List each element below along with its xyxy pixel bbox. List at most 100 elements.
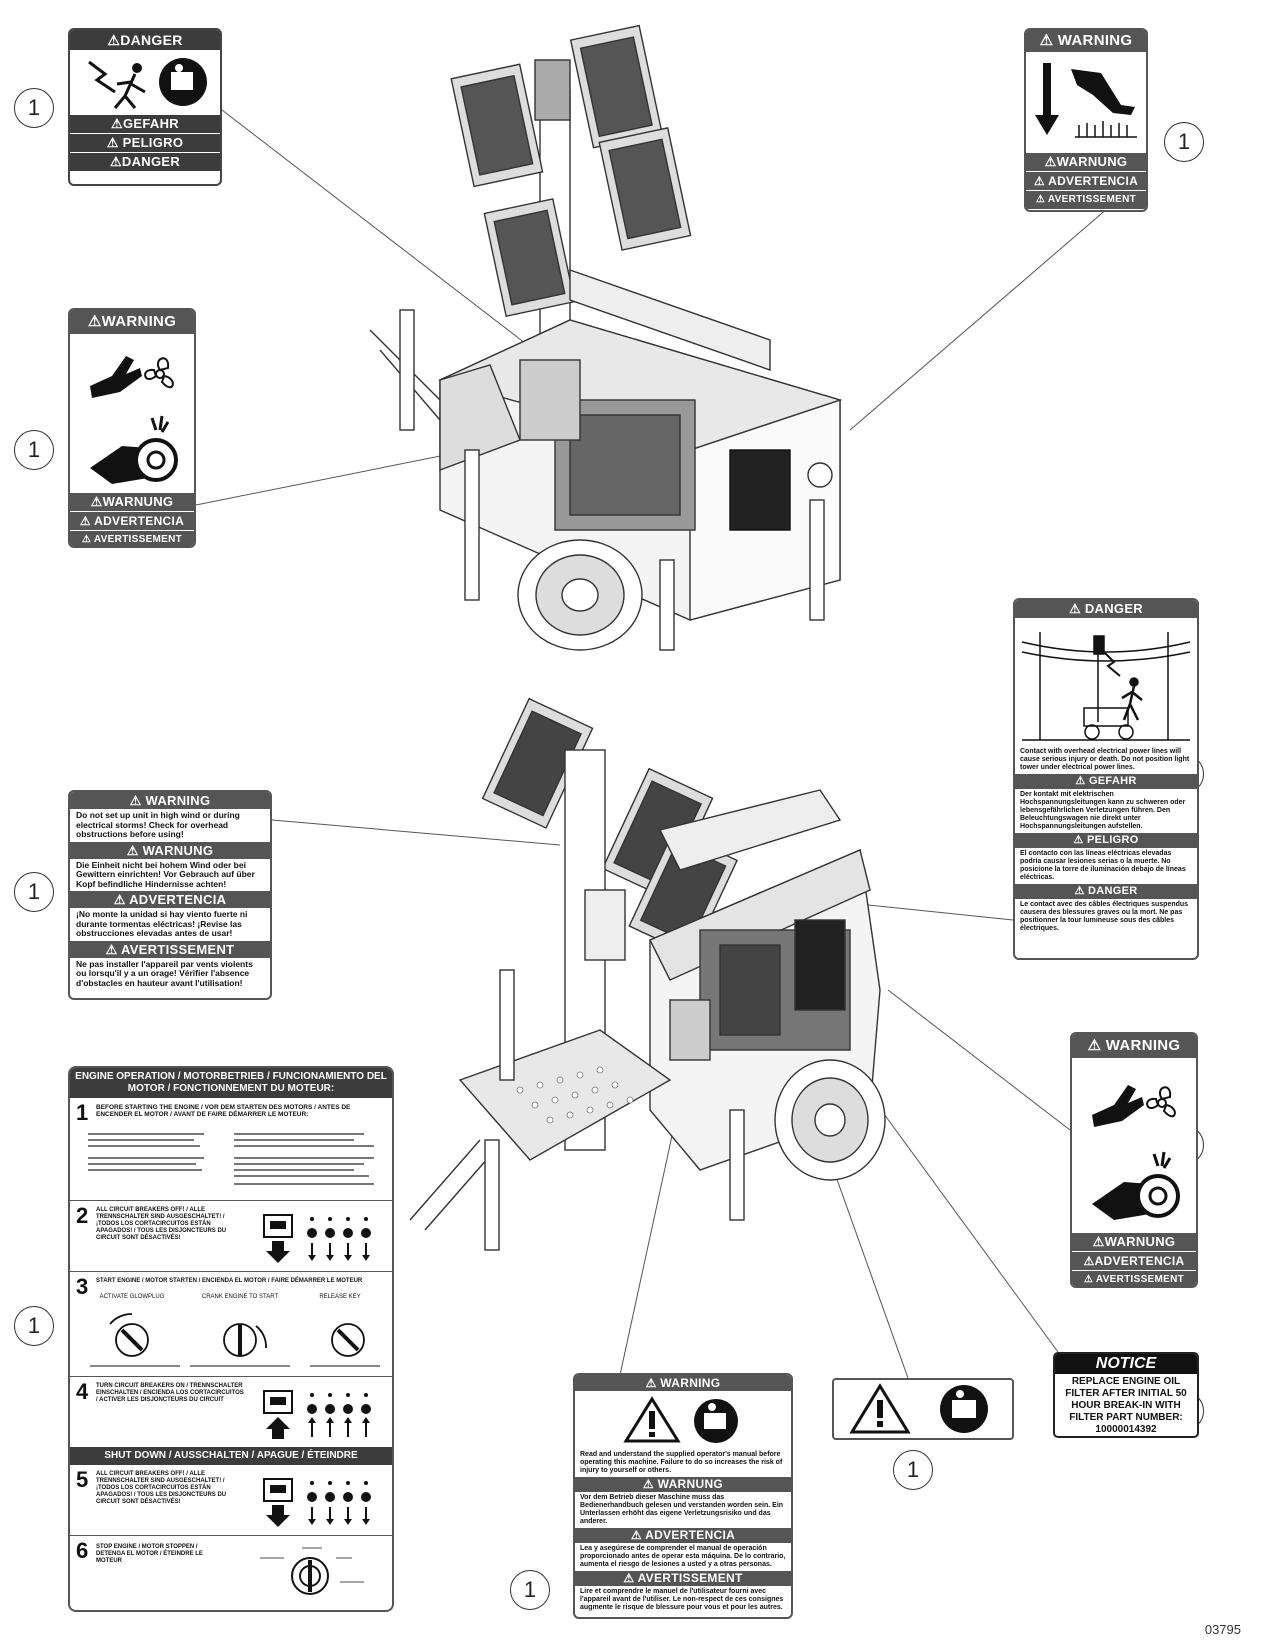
- label-header: ⚠ DANGER: [1015, 600, 1197, 618]
- danger-electrocution-label: ⚠DANGER ⚠GEFAHR ⚠ PELIGRO ⚠DANGER: [68, 28, 222, 186]
- engine-step-3: 3 START ENGINE / MOTOR STARTEN / ENCIEND…: [70, 1271, 392, 1376]
- label-header-fr: ⚠ AVERTISSEMENT: [70, 940, 270, 958]
- step1-details-lines: [88, 1133, 374, 1185]
- header-text: DANGER: [1088, 885, 1138, 897]
- warning-read-manual-label: ⚠ WARNING Read and understand the suppli…: [573, 1373, 793, 1619]
- label-row-1: ⚠WARNUNG: [1072, 1232, 1196, 1251]
- wind-text-en: Do not set up unit in high wind or durin…: [76, 810, 240, 839]
- label-header-de: ⚠ GEFAHR: [1015, 774, 1197, 789]
- label-header-en: ⚠ WARNING: [575, 1375, 791, 1391]
- label-row-1: ⚠WARNUNG: [1026, 152, 1146, 171]
- row-text: ADVERTENCIA: [1048, 174, 1139, 188]
- wind-text-fr: Ne pas installer l'appareil par vents vi…: [76, 958, 253, 988]
- crank-label: CRANK ENGINE TO START: [201, 1294, 279, 1300]
- manual-text-en: Read and understand the supplied operato…: [580, 1451, 783, 1474]
- step-text: START ENGINE / MOTOR STARTEN / ENCIENDA …: [96, 1278, 363, 1284]
- row-text: ADVERTENCIA: [94, 514, 185, 528]
- label-header-es: ⚠ PELIGRO: [1015, 833, 1197, 848]
- breakers-off-icon: [263, 1214, 371, 1263]
- fan-belt-pictogram: [70, 334, 194, 492]
- caution-and-manual-icon: [849, 1383, 988, 1434]
- label-row-2: ⚠ADVERTENCIA: [1072, 1251, 1196, 1270]
- step-text: STOP ENGINE / MOTOR STOPPEN / DETENGA EL…: [96, 1544, 203, 1564]
- label-header: ⚠WARNING: [70, 310, 194, 334]
- header-text: WARNING: [145, 793, 211, 808]
- engine-step-5: 5 ALL CIRCUIT BREAKERS OFF! / ALLE TRENN…: [70, 1465, 392, 1535]
- manual-text-de: Vor dem Betrieb dieser Maschine muss das…: [580, 1494, 784, 1525]
- ignition-key-diagrams: [90, 1313, 380, 1367]
- step-number: 5: [76, 1467, 89, 1492]
- header-text: PELIGRO: [1086, 834, 1139, 846]
- row-text: ADVERTENCIA: [1094, 1254, 1185, 1268]
- header-text: AVERTISSEMENT: [120, 941, 235, 957]
- power-line-contact-icon: [1021, 632, 1191, 741]
- notice-header: NOTICE: [1055, 1354, 1197, 1374]
- warning-fan-belt-label: ⚠WARNING ⚠WARNUNG ⚠ ADVERTENCIA ⚠ AVERTI…: [68, 308, 196, 548]
- step-number: 2: [76, 1203, 89, 1228]
- row-text: WARNUNG: [1056, 154, 1128, 169]
- header-text: WARNING: [1057, 32, 1133, 49]
- header-text: DANGER: [1084, 601, 1143, 616]
- label-header-de: ⚠ WARNUNG: [575, 1477, 791, 1492]
- breakers-on-icon: [263, 1390, 371, 1439]
- step-text: TURN CIRCUIT BREAKERS ON / TRENNSCHALTER…: [96, 1383, 244, 1403]
- row-text: DANGER: [121, 154, 181, 169]
- light-tower-top-illustration: [370, 24, 843, 651]
- manual-text-es: Lea y asegúrese de comprender el manual …: [580, 1545, 786, 1568]
- manual-text-fr: Lire et comprendre le manuel de l'utilis…: [580, 1588, 784, 1611]
- power-lines-text-es: El contacto con las líneas eléctricas el…: [1020, 850, 1186, 881]
- callout-top-left: 1: [14, 88, 54, 128]
- electrocution-pictogram: [70, 50, 220, 114]
- engine-step-2: 2 ALL CIRCUIT BREAKERS OFF! / ALLE TRENN…: [70, 1200, 392, 1271]
- label-row-1: ⚠WARNUNG: [70, 492, 194, 511]
- power-lines-text-en: Contact with overhead electrical power l…: [1020, 748, 1190, 771]
- header-text: ADVERTENCIA: [129, 892, 227, 907]
- step-number: 4: [76, 1379, 89, 1404]
- header-text: WARNING: [660, 1376, 721, 1390]
- row-text: AVERTISSEMENT: [1047, 194, 1137, 205]
- label-row-3: ⚠ AVERTISSEMENT: [1026, 190, 1146, 209]
- glowplug-label: ACTIVATE GLOWPLUG: [99, 1294, 165, 1300]
- caution-manual-symbols-label: [832, 1378, 1014, 1440]
- callout-mid-left: 1: [14, 430, 54, 470]
- belt-hazard-icon: [1092, 1151, 1180, 1220]
- label-header-fr: ⚠ DANGER: [1015, 884, 1197, 899]
- fan-hazard-icon: [1092, 1085, 1176, 1127]
- read-manual-icon: [623, 1396, 738, 1443]
- header-text: WARNUNG: [142, 842, 214, 858]
- header-text: DANGER: [120, 32, 183, 48]
- crush-pictogram: [1026, 52, 1146, 152]
- release-key-label: RELEASE KEY: [319, 1294, 361, 1300]
- label-header: ⚠DANGER: [70, 30, 220, 50]
- row-text: WARNUNG: [1104, 1234, 1176, 1249]
- power-lines-pictogram: [1015, 618, 1197, 746]
- crush-hazard-icon: [1035, 62, 1137, 138]
- header-text: WARNING: [101, 313, 177, 330]
- label-header-es: ⚠ ADVERTENCIA: [575, 1528, 791, 1543]
- header-text: GEFAHR: [1088, 775, 1137, 787]
- danger-power-lines-label: ⚠ DANGER Contact with overhead electrica…: [1013, 598, 1199, 960]
- engine-step-6: 6 STOP ENGINE / MOTOR STOPPEN / DETENGA …: [70, 1535, 392, 1608]
- callout-wind: 1: [14, 872, 54, 912]
- header-text: WARNUNG: [657, 1477, 724, 1491]
- power-lines-text-de: Der kontakt mit elektrischen Hochspannun…: [1020, 791, 1186, 830]
- label-header: ⚠ WARNING: [1026, 30, 1146, 52]
- header-text: ADVERTENCIA: [645, 1528, 736, 1542]
- light-tower-bottom-illustration: [409, 697, 886, 1251]
- electric-shock-icon: [88, 58, 207, 109]
- step-text: BEFORE STARTING THE ENGINE / VOR DEM STA…: [96, 1104, 351, 1118]
- step-text: ALL CIRCUIT BREAKERS OFF! / ALLE TRENNSC…: [96, 1207, 227, 1241]
- engine-operation-label: ENGINE OPERATION / MOTORBETRIEB / FUNCIO…: [68, 1066, 394, 1612]
- label-header: ⚠ WARNING: [1072, 1034, 1196, 1058]
- power-lines-text-fr: Le contact avec des câbles électriques s…: [1020, 901, 1189, 932]
- row-text: AVERTISSEMENT: [1095, 1274, 1185, 1285]
- engine-step-1: 1 BEFORE STARTING THE ENGINE / VOR DEM S…: [70, 1098, 392, 1200]
- notice-oil-filter-label: NOTICE REPLACE ENGINE OIL FILTER AFTER I…: [1053, 1352, 1199, 1438]
- step-number: 3: [76, 1274, 89, 1299]
- label-header-fr: ⚠ AVERTISSEMENT: [575, 1571, 791, 1586]
- label-row-2: ⚠ ADVERTENCIA: [1026, 171, 1146, 190]
- callout-engine: 1: [14, 1306, 54, 1346]
- engine-step-4: 4 TURN CIRCUIT BREAKERS ON / TRENNSCHALT…: [70, 1376, 392, 1447]
- wind-text-de: Die Einheit nicht bei hohem Wind oder be…: [76, 859, 255, 889]
- label-row-1: ⚠GEFAHR: [70, 114, 220, 133]
